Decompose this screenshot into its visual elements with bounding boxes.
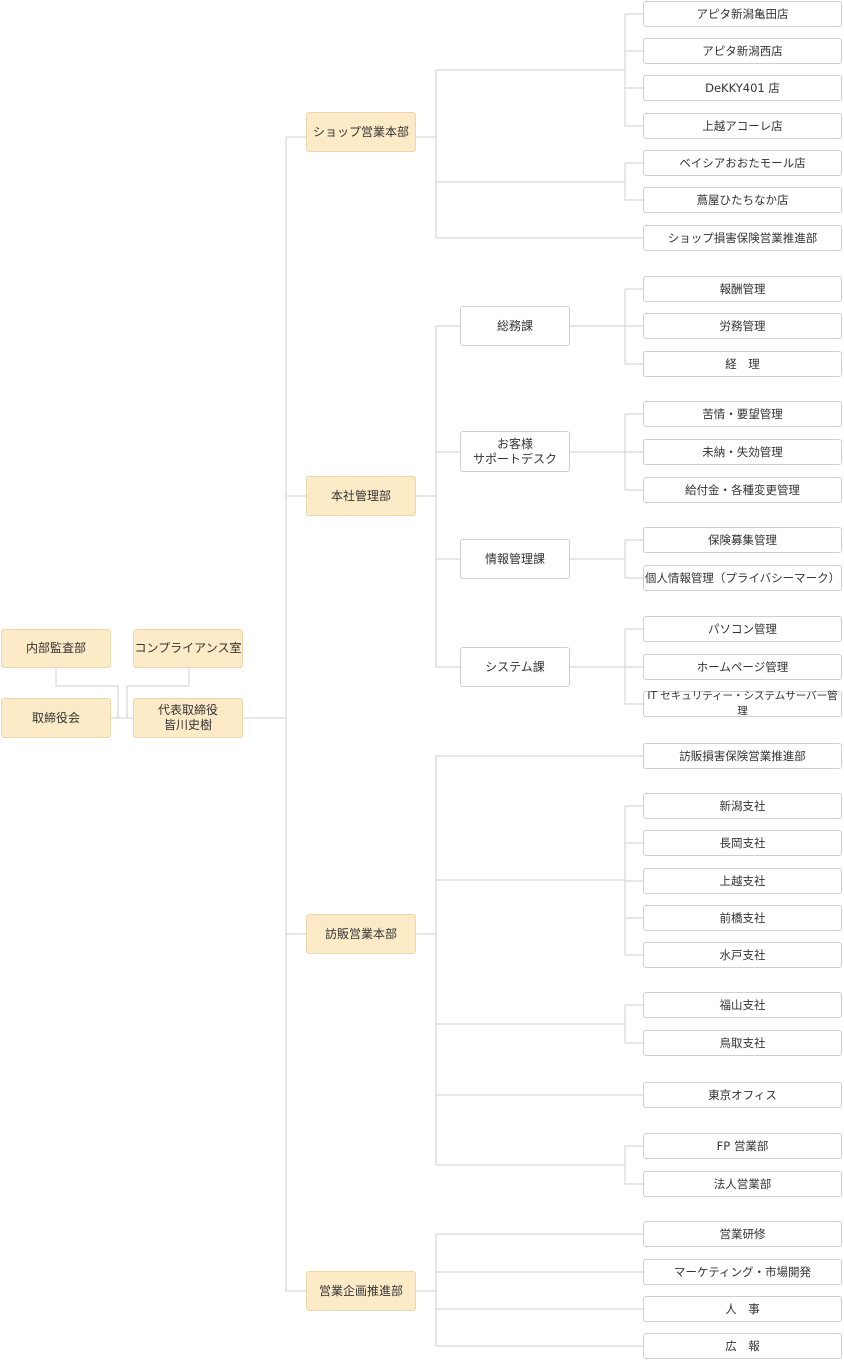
unit-box: アピタ新潟西店 bbox=[643, 38, 842, 64]
info-management-section-box: 情報管理課 bbox=[460, 539, 570, 579]
unit-box: 報酬管理 bbox=[643, 276, 842, 302]
unit-box: マーケティング・市場開発 bbox=[643, 1259, 842, 1285]
unit-box: 人 事 bbox=[643, 1296, 842, 1322]
general-affairs-section-box: 総務課 bbox=[460, 306, 570, 346]
compliance-box: コンプライアンス室 bbox=[133, 629, 243, 668]
unit-box: 給付金・各種変更管理 bbox=[643, 477, 842, 503]
unit-box: 水戸支社 bbox=[643, 942, 842, 968]
unit-box: 保険募集管理 bbox=[643, 527, 842, 553]
unit-box: 長岡支社 bbox=[643, 830, 842, 856]
ceo-box: 代表取締役 皆川史樹 bbox=[133, 698, 243, 738]
unit-box: 東京オフィス bbox=[643, 1082, 842, 1108]
unit-box: 苦情・要望管理 bbox=[643, 401, 842, 427]
unit-box: DeKKY401 店 bbox=[643, 75, 842, 101]
unit-box: 広 報 bbox=[643, 1333, 842, 1359]
unit-box: 福山支社 bbox=[643, 992, 842, 1018]
unit-box: ベイシアおおたモール店 bbox=[643, 150, 842, 176]
unit-box: IT セキュリティー・システムサーバー管理 bbox=[643, 690, 842, 717]
unit-box: ホームページ管理 bbox=[643, 654, 842, 680]
unit-box: 上越アコーレ店 bbox=[643, 113, 842, 139]
unit-box: 個人情報管理（プライバシーマーク） bbox=[643, 565, 842, 591]
unit-box: 未納・失効管理 bbox=[643, 439, 842, 465]
unit-box: パソコン管理 bbox=[643, 616, 842, 642]
visit-sales-division-box: 訪販営業本部 bbox=[306, 914, 416, 954]
internal-audit-box: 内部監査部 bbox=[1, 629, 111, 668]
unit-box: 上越支社 bbox=[643, 868, 842, 894]
unit-box: 蔦屋ひたちなか店 bbox=[643, 187, 842, 213]
unit-box: 営業研修 bbox=[643, 1221, 842, 1247]
system-section-box: システム課 bbox=[460, 647, 570, 687]
hq-management-division-box: 本社管理部 bbox=[306, 476, 416, 516]
sales-planning-division-box: 営業企画推進部 bbox=[306, 1271, 416, 1311]
unit-box: 訪販損害保険営業推進部 bbox=[643, 743, 842, 769]
support-desk-section-box: お客様 サポートデスク bbox=[460, 431, 570, 472]
unit-box: 労務管理 bbox=[643, 313, 842, 339]
shop-sales-division-box: ショップ営業本部 bbox=[306, 112, 416, 152]
unit-box: 法人営業部 bbox=[643, 1171, 842, 1197]
unit-box: 前橋支社 bbox=[643, 905, 842, 931]
unit-box: 新潟支社 bbox=[643, 793, 842, 819]
unit-box: 鳥取支社 bbox=[643, 1030, 842, 1056]
unit-box: ショップ損害保険営業推進部 bbox=[643, 225, 842, 251]
unit-box: 経 理 bbox=[643, 351, 842, 377]
board-box: 取締役会 bbox=[1, 698, 111, 738]
unit-box: FP 営業部 bbox=[643, 1133, 842, 1159]
unit-box: アピタ新潟亀田店 bbox=[643, 1, 842, 27]
